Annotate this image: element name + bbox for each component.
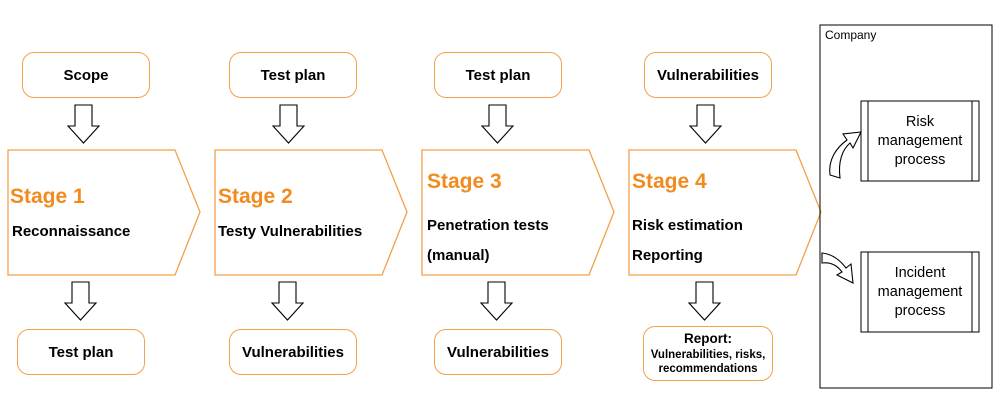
stage-4-output-box: Report: Vulnerabilities, risks, recommen… bbox=[643, 326, 773, 381]
stage-1-label: Stage 1 bbox=[10, 185, 85, 208]
stage-2-desc: Testy Vulnerabilities bbox=[218, 217, 362, 247]
risk-process-box bbox=[860, 100, 980, 182]
stage-1-desc-line: Reconnaissance bbox=[12, 223, 131, 240]
curved-arrow-up-icon bbox=[829, 131, 862, 179]
arrow-down-icon bbox=[271, 104, 306, 144]
company-frame bbox=[819, 24, 993, 389]
arrow-down-icon bbox=[480, 104, 515, 144]
incident-management-process: Incident management process bbox=[877, 264, 963, 319]
arrow-down-icon bbox=[687, 281, 722, 321]
arrow-down-icon bbox=[270, 281, 305, 321]
incident-process-box bbox=[860, 251, 980, 333]
stage-1-desc: Reconnaissance bbox=[12, 217, 130, 247]
stage-3-desc: Penetration tests (manual) bbox=[427, 211, 549, 271]
stage-3-chevron bbox=[421, 149, 615, 276]
stage-4-desc: Risk estimation Reporting bbox=[632, 211, 743, 271]
report-line: recommendations bbox=[658, 362, 758, 375]
stage-4-desc-line: Reporting bbox=[632, 247, 703, 264]
stage-2-label: Stage 2 bbox=[218, 185, 293, 208]
stage-2-desc-line: Testy Vulnerabilities bbox=[218, 223, 363, 240]
stage-2-input-box: Test plan bbox=[229, 52, 357, 98]
stage-4-label: Stage 4 bbox=[632, 170, 707, 193]
risk-management-process: Risk management process bbox=[877, 113, 963, 168]
stage-4-chevron bbox=[628, 149, 822, 276]
stage-4-input-box: Vulnerabilities bbox=[644, 52, 772, 98]
arrow-down-icon bbox=[479, 281, 514, 321]
stage-3-desc-line: (manual) bbox=[427, 247, 490, 264]
stage-1-output-box: Test plan bbox=[17, 329, 145, 375]
arrow-down-icon bbox=[63, 281, 98, 321]
stage-4-desc-line: Risk estimation bbox=[632, 217, 743, 234]
stage-1-chevron bbox=[7, 149, 201, 276]
arrow-down-icon bbox=[688, 104, 723, 144]
stage-3-output-box: Vulnerabilities bbox=[434, 329, 562, 375]
company-label: Company bbox=[825, 28, 877, 42]
stage-2-output-box: Vulnerabilities bbox=[229, 329, 357, 375]
curved-arrow-down-icon bbox=[821, 252, 854, 284]
stage-3-label: Stage 3 bbox=[427, 170, 502, 193]
stage-3-input-box: Test plan bbox=[434, 52, 562, 98]
report-line: Vulnerabilities, risks, bbox=[650, 348, 766, 361]
report-title: Report: bbox=[684, 330, 732, 346]
arrow-down-icon bbox=[66, 104, 101, 144]
stage-1-input-box: Scope bbox=[22, 52, 150, 98]
stage-2-chevron bbox=[214, 149, 408, 276]
stage-3-desc-line: Penetration tests bbox=[427, 217, 549, 234]
